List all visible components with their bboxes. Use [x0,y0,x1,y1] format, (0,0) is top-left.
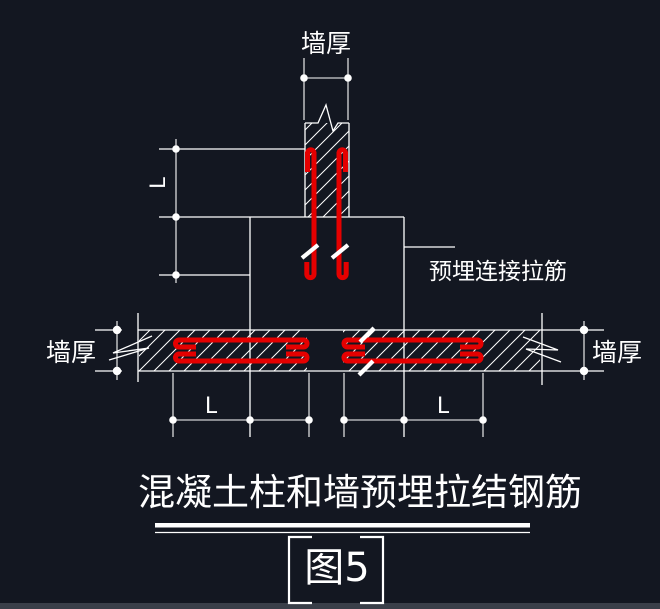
dim-dot [172,213,180,221]
dim-dot [112,325,122,335]
dim-dot [112,366,122,376]
vertical-length-label: L [146,177,170,189]
figure-number-label: 图5 [304,545,369,591]
horizontal-rebar-right-bottom [341,351,484,364]
break-mark [330,243,350,260]
right-break-symbol [522,336,562,363]
dim-dot [400,416,408,424]
labels: 墙厚 墙厚 墙厚 L L L 预埋连接拉筋 [46,29,642,419]
drawing-title: 混凝土柱和墙预埋拉结钢筋 [138,471,582,514]
window-bottom-strip [0,603,660,609]
vertical-rebar-right [336,147,349,281]
bottom-left-length-label: L [205,394,218,419]
vertical-wall-top-break-line [305,103,349,133]
dim-dot [479,416,487,424]
dim-dot [579,325,589,335]
figure-bracket-left [287,535,312,605]
vertical-rebar-left [304,147,317,281]
dim-dot [305,416,313,424]
dimension-dots [112,74,589,424]
horizontal-rebar-left-bottom [173,351,310,364]
dim-dot [344,74,352,82]
dim-dot [579,366,589,376]
break-mark [357,359,375,377]
figure-bracket-right [360,535,385,605]
rebar-group [173,147,484,364]
dim-dot [172,271,180,279]
horizontal-wall-left-hatch [139,330,307,371]
rebar-leader-label: 预埋连接拉筋 [429,259,567,285]
dim-dot [172,145,180,153]
title-block: 混凝土柱和墙预埋拉结钢筋 图5 [138,471,582,605]
top-wall-thickness-label: 墙厚 [301,29,351,58]
left-wall-thickness-label: 墙厚 [46,338,96,367]
horizontal-rebar-left-top [173,337,310,350]
horizontal-rebar-right-top [341,337,484,350]
horizontal-wall-right-hatch [343,330,540,371]
rebar-break-marks [300,243,376,377]
dim-dot [246,416,254,424]
right-wall-thickness-label: 墙厚 [592,338,642,367]
break-mark [300,243,320,260]
hatched-wall-sections [139,123,540,371]
break-mark [358,326,376,344]
title-underline-thick [155,523,530,528]
dimension-lines [116,58,585,437]
left-break-symbol [108,335,153,361]
dim-dot [169,416,177,424]
dim-dot [300,74,308,82]
dim-dot [340,416,348,424]
wall-outlines [95,103,604,437]
bottom-right-length-label: L [437,394,450,419]
